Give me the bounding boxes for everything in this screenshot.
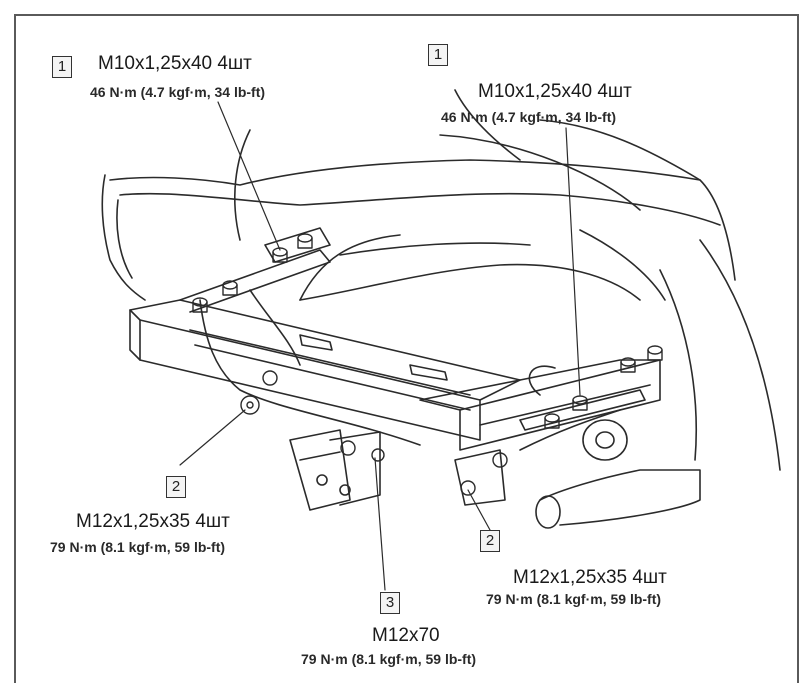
bolt-spec-label: M10x1,25x40 4шт [478, 81, 632, 102]
callout-number-box: 1 [428, 44, 448, 66]
callout-number-box: 3 [380, 592, 400, 614]
callout-number-box: 2 [480, 530, 500, 552]
torque-spec-label: 46 N·m (4.7 kgf·m, 34 lb-ft) [90, 84, 266, 100]
bolt-spec-label: M10x1,25x40 4шт [98, 53, 252, 74]
callout-number-box: 2 [166, 476, 186, 498]
callout-number-box: 1 [52, 56, 72, 78]
torque-spec-label: 79 N·m (8.1 kgf·m, 59 lb-ft) [301, 651, 477, 667]
bolt-spec-label: M12x1,25x35 4шт [513, 567, 667, 588]
bolt-spec-label: M12x70 [372, 625, 440, 646]
torque-spec-label: 46 N·m (4.7 kgf·m, 34 lb-ft) [441, 109, 617, 125]
torque-spec-label: 79 N·m (8.1 kgf·m, 59 lb-ft) [486, 591, 662, 607]
torque-spec-label: 79 N·m (8.1 kgf·m, 59 lb-ft) [50, 539, 226, 555]
bolt-spec-label: M12x1,25x35 4шт [76, 511, 230, 532]
diagram-frame [14, 14, 799, 683]
